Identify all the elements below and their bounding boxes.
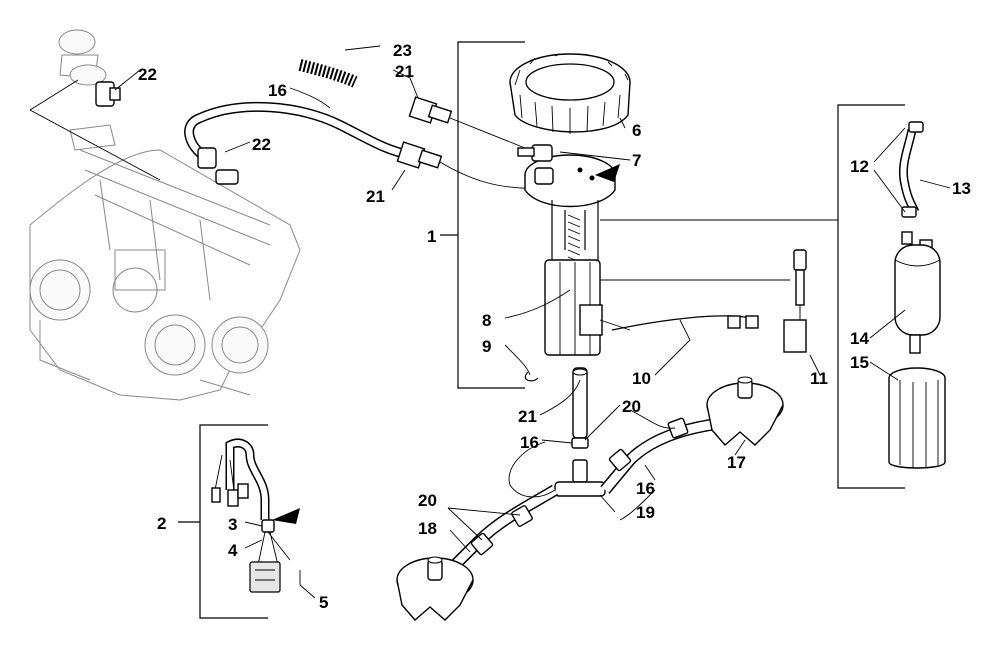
callout-15: 15	[850, 353, 869, 372]
lock-ring	[509, 53, 631, 134]
fuel-pickup-right	[706, 376, 784, 446]
callout-8: 8	[482, 311, 491, 330]
leader-lines	[114, 45, 951, 599]
callout-18: 18	[418, 519, 437, 538]
harness-bracket	[178, 424, 301, 619]
pump-detail-bracket	[837, 104, 946, 489]
callout-21-middle: 21	[366, 187, 385, 206]
fuel-hoses-top	[95, 59, 453, 185]
callout-1: 1	[427, 227, 436, 246]
fitting-lower	[396, 141, 443, 169]
pump-body	[544, 200, 631, 356]
callout-2: 2	[157, 514, 166, 533]
callout-3: 3	[228, 515, 237, 534]
arrow-triangle-icon	[595, 164, 620, 182]
fuel-pickup-assembly	[396, 367, 784, 621]
callout-23: 23	[393, 41, 412, 60]
fuel-pump-assembly	[440, 41, 838, 389]
callout-labels: 23 22 16 21 22 21 6 7 1 8 9 10 11 12 13 …	[138, 41, 971, 612]
callout-20-right: 20	[622, 397, 641, 416]
callout-19: 19	[636, 503, 655, 522]
callout-20-left: 20	[418, 491, 437, 510]
clamp-upper	[95, 81, 121, 107]
arrow-triangle-icon-harness	[272, 508, 300, 524]
callout-12: 12	[850, 157, 869, 176]
callout-22-lower: 22	[252, 135, 271, 154]
callout-16-upper: 16	[268, 81, 287, 100]
callout-16-lower: 16	[636, 479, 655, 498]
callout-9: 9	[482, 337, 491, 356]
callout-7: 7	[632, 151, 641, 170]
callout-22-upper: 22	[138, 65, 157, 84]
callout-5: 5	[319, 593, 328, 612]
pump-flange	[517, 144, 616, 208]
callout-4: 4	[228, 541, 238, 560]
retaining-clip	[524, 371, 539, 382]
callout-21-lower: 21	[518, 407, 537, 426]
callout-13: 13	[952, 179, 971, 198]
fitting-upper	[408, 96, 453, 124]
wire-harness	[611, 315, 759, 331]
fuel-level-sensor	[783, 249, 807, 353]
callout-11: 11	[810, 369, 828, 388]
fuel-pickup-left	[396, 556, 474, 621]
callout-10: 10	[632, 369, 651, 388]
callout-14: 14	[850, 329, 869, 348]
clamp-lower	[197, 147, 239, 185]
callout-17: 17	[727, 453, 746, 472]
engine-throttle-body	[29, 29, 301, 401]
callout-16-middle: 16	[520, 433, 539, 452]
callout-21-upper: 21	[395, 62, 414, 81]
callout-6: 6	[632, 121, 641, 140]
